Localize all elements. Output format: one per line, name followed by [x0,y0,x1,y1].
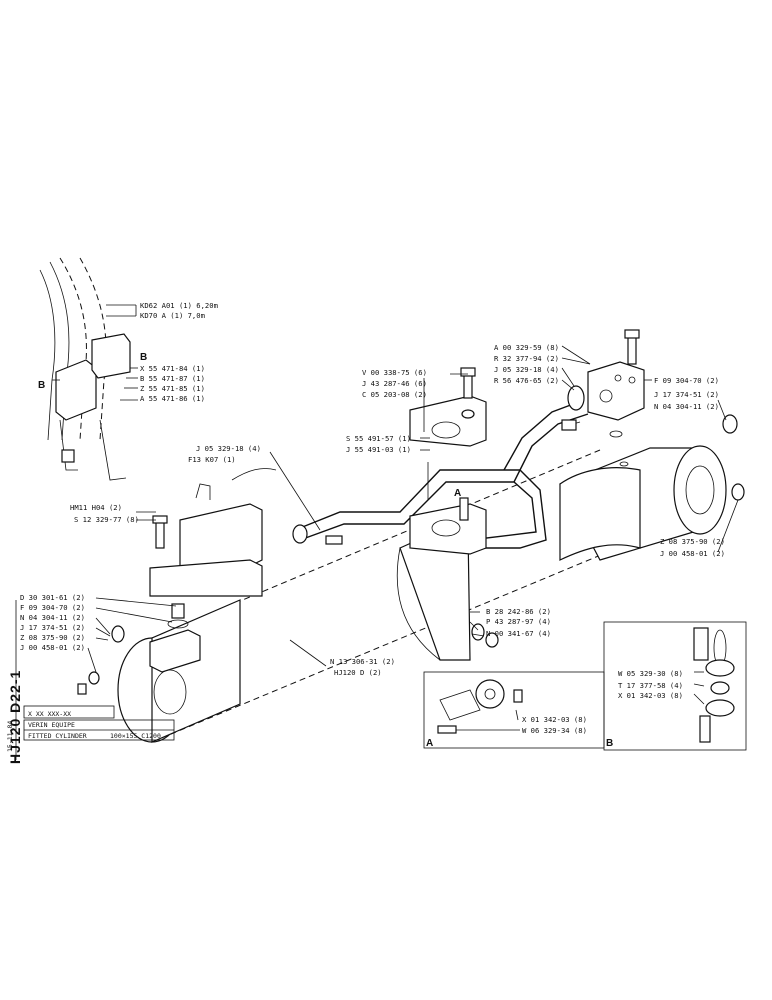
clamps [409,395,487,555]
letter-b-upper: B [140,352,147,363]
label-j00-left: J 00 458-01 (2) [20,643,85,652]
title-en: FITTED CYLINDER [28,732,87,740]
label-j05-right: J 05 329-18 (4) [494,365,559,374]
label-x01-b: X 01 342-03 (8) [618,691,683,700]
label-j17-right: J 17 374-51 (2) [654,390,719,399]
label-f09-left: F 09 304-70 (2) [20,603,85,612]
title-date: 15-11-84 [6,721,14,752]
title-block-frame [15,600,175,760]
leader-lines [52,304,739,673]
detail-a-box [423,671,605,749]
detail-b-box [603,621,747,751]
label-c05: C 05 203-08 (2) [362,390,427,399]
label-j43: J 43 287-46 (6) [362,379,427,388]
label-kd62: KD62 A01 (1) 6,20m [140,301,218,310]
hydraulic-pipe [299,399,589,549]
left-fittings [77,515,499,695]
letter-a-detail: A [426,738,433,749]
label-f09-right: F 09 304-70 (2) [654,376,719,385]
label-n04-left: N 04 304-11 (2) [20,613,85,622]
label-a55: A 55 471-86 (1) [140,394,205,403]
label-w06-a: W 06 329-34 (8) [522,726,587,735]
label-j17-left: J 17 374-51 (2) [20,623,85,632]
label-j05-center: J 05 329-18 (4) [196,444,261,453]
valve-block [149,468,277,597]
label-z08-right: Z 08 375-90 (2) [660,537,725,546]
label-f13: F13 K07 (1) [188,455,236,464]
label-r32: R 32 377-94 (2) [494,354,559,363]
label-kd70: KD70 A (1) 7,0m [140,311,205,320]
label-n13: N 13 306-31 (2) [330,657,395,666]
label-t17-b: T 17 377-58 (4) [618,681,683,690]
label-z55: Z 55 471-85 (1) [140,384,205,393]
title-fr: VERIN EQUIPE [28,721,75,729]
label-w05-b: W 05 329-30 (8) [618,669,683,678]
label-x55: X 55 471-84 (1) [140,364,205,373]
label-n04-right: N 04 304-11 (2) [654,402,719,411]
label-hm11: HM11 H04 (2) [70,503,122,512]
label-r56: R 56 476-65 (2) [494,376,559,385]
hose-assembly [39,257,131,481]
label-p43: P 43 287-97 (4) [486,617,551,626]
label-s12: S 12 329-77 (8) [74,515,139,524]
letter-b-detail: B [606,738,613,749]
title-ref-pattern: X XX XXX-XX [28,710,71,718]
letter-a-center: A [454,488,461,499]
label-j00-right: J 00 458-01 (2) [660,549,725,558]
title-spec: 100×155 C1200 [110,732,161,740]
label-a00: A 00 329-59 (8) [494,343,559,352]
label-b55: B 55 471-87 (1) [140,374,205,383]
label-d30: D 30 301-61 (2) [20,593,85,602]
flange-block [561,329,745,501]
label-z08-left: Z 08 375-90 (2) [20,633,85,642]
document-code: HJ120 D22-1 [7,670,23,764]
label-v00: V 00 338-75 (6) [362,368,427,377]
label-b28: B 28 242-86 (2) [486,607,551,616]
letter-b-left: B [38,380,45,391]
label-s55: S 55 491-57 (1) [346,434,411,443]
label-j55: J 55 491-03 (1) [346,445,411,454]
label-hj120-d: HJ120 D (2) [334,668,382,677]
label-x01-a: X 01 342-03 (8) [522,715,587,724]
label-n00: N 00 341-67 (4) [486,629,551,638]
